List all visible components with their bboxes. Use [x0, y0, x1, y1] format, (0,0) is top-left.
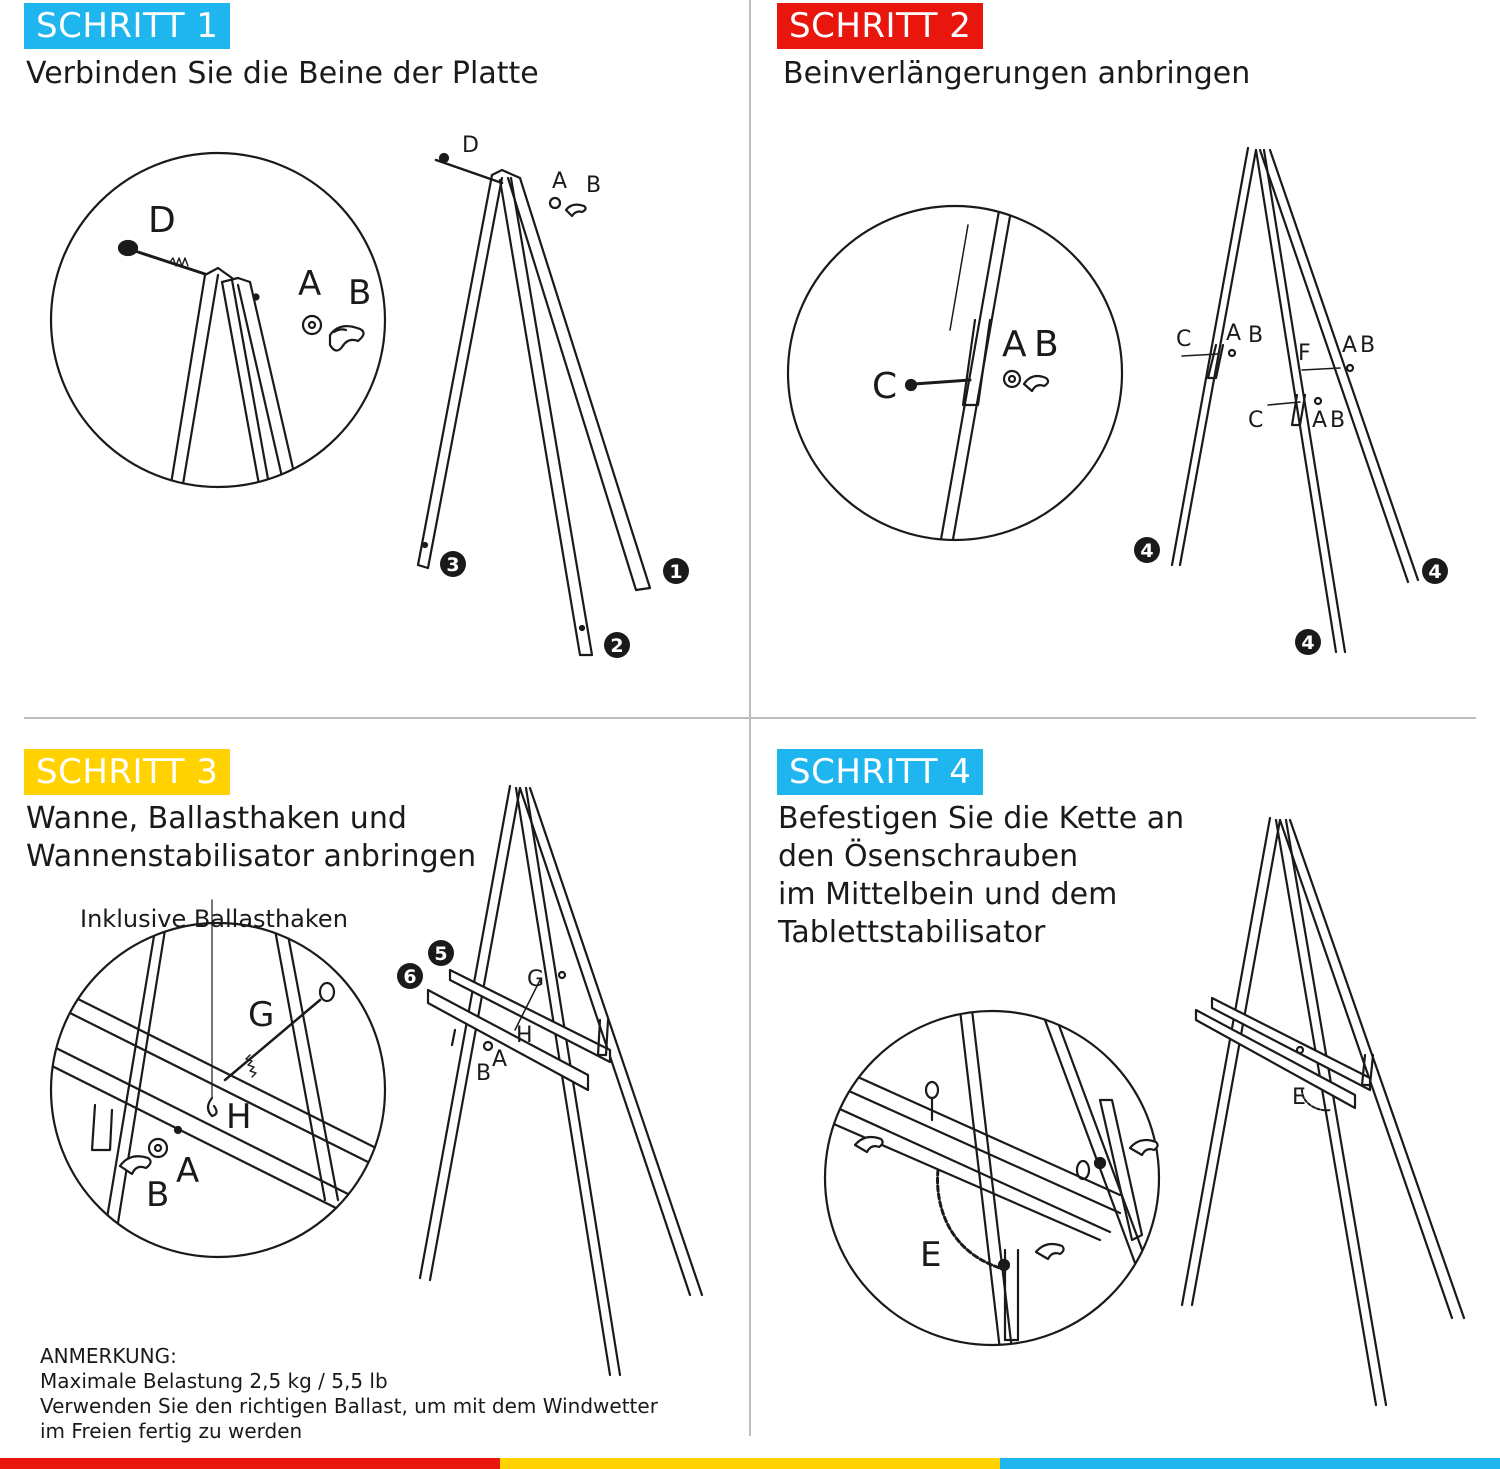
svg-text:2: 2 [610, 635, 623, 657]
label-A: A [1312, 408, 1327, 433]
step4-title: Befestigen Sie die Kette an den Ösenschr… [778, 800, 1184, 952]
part-labels: D A B D A B C A B C A B F A B C A B G H … [146, 133, 1375, 1275]
step2-title: Beinverlängerungen anbringen [783, 56, 1251, 91]
leg-number-4: 4 [1295, 629, 1321, 655]
label-A: A [176, 1151, 199, 1191]
leg-number-2: 2 [604, 632, 630, 658]
step2-badge: SCHRITT 2 [777, 3, 984, 49]
step2-detail-leg [938, 206, 1014, 540]
step1-badge: SCHRITT 1 [24, 3, 231, 49]
label-G: G [248, 995, 274, 1035]
step4-detail-tray [825, 1011, 1159, 1345]
label-B: B [1330, 408, 1345, 433]
label-B: B [476, 1061, 491, 1086]
horizontal-divider [24, 717, 1476, 719]
label-A: A [552, 169, 567, 194]
step3-title-line1: Wanne, Ballasthaken und [26, 801, 407, 836]
leg-number-6: 6 [397, 963, 423, 989]
note-line2: Verwenden Sie den richtigen Ballast, um … [40, 1394, 658, 1418]
svg-text:5: 5 [434, 943, 447, 965]
step1-detail-circle [49, 151, 387, 489]
label-B: B [348, 273, 371, 313]
leg-number-4: 4 [1422, 558, 1448, 584]
step4-detail-hardware [853, 1080, 1159, 1272]
label-H: H [226, 1097, 252, 1137]
ballast-hook-callout: Inklusive Ballasthaken [80, 905, 348, 933]
label-B: B [146, 1175, 169, 1215]
footer-bar-red [0, 1458, 500, 1469]
label-D: D [462, 133, 479, 158]
svg-text:4: 4 [1428, 561, 1441, 583]
label-B: B [1248, 323, 1263, 348]
step4-title-line4: Tablettstabilisator [778, 915, 1046, 950]
label-D: D [148, 200, 176, 241]
step4-title-line2: den Ösenschrauben [778, 839, 1079, 874]
step3-title: Wanne, Ballasthaken und Wannenstabilisat… [26, 800, 476, 876]
label-A: A [1342, 333, 1357, 358]
label-C: C [872, 366, 897, 407]
leg-number-3: 3 [440, 551, 466, 577]
label-A: A [298, 264, 321, 304]
step2-easel [1170, 146, 1420, 654]
step3-easel [418, 784, 704, 1377]
label-C: C [1248, 408, 1263, 433]
label-E: E [920, 1235, 941, 1275]
label-G: G [527, 967, 544, 992]
label-C: C [1176, 327, 1191, 352]
label-B: B [1034, 324, 1059, 365]
step1-easel [416, 152, 652, 657]
svg-text:6: 6 [403, 966, 416, 988]
label-B: B [1360, 333, 1375, 358]
step2-detail-circle [786, 204, 1124, 542]
leg-number-markers: 3 1 2 4 4 4 5 6 [397, 537, 1448, 989]
step3-detail-tray [51, 928, 385, 1257]
step2-detail-hardware [904, 369, 1050, 393]
leg-number-5: 5 [428, 940, 454, 966]
note-line1: Maximale Belastung 2,5 kg / 5,5 lb [40, 1369, 388, 1393]
footer-bar-cyan [1000, 1458, 1500, 1469]
step3-title-line2: Wannenstabilisator anbringen [26, 839, 477, 874]
svg-text:1: 1 [669, 561, 682, 583]
label-A: A [1226, 321, 1241, 346]
label-A: A [1002, 324, 1027, 365]
step3-detail-hardware [118, 899, 336, 1176]
svg-text:4: 4 [1301, 632, 1314, 654]
step4-detail-circle [823, 1009, 1161, 1347]
note-line3: im Freien fertig zu werden [40, 1419, 303, 1443]
step4-title-line3: im Mittelbein und dem [778, 877, 1118, 912]
label-F: F [1298, 341, 1311, 366]
label-B: B [586, 173, 601, 198]
note-heading: ANMERKUNG: [40, 1344, 177, 1368]
label-E: E [1292, 1085, 1306, 1110]
label-A: A [492, 1047, 507, 1072]
step4-title-line1: Befestigen Sie die Kette an [778, 801, 1185, 836]
step4-easel [1180, 816, 1466, 1407]
label-H: H [516, 1023, 533, 1048]
note-block: ANMERKUNG: Maximale Belastung 2,5 kg / 5… [40, 1344, 658, 1444]
step3-badge: SCHRITT 3 [24, 749, 231, 795]
svg-text:3: 3 [446, 554, 459, 576]
svg-text:4: 4 [1140, 540, 1153, 562]
step1-title: Verbinden Sie die Beine der Platte [26, 56, 539, 91]
step1-detail-hardware [117, 239, 365, 352]
step3-detail-circle [49, 921, 387, 1259]
footer-bar-yellow [500, 1458, 1000, 1469]
leg-number-1: 1 [663, 558, 689, 584]
step4-badge: SCHRITT 4 [777, 749, 984, 795]
step1-detail-legs [168, 266, 300, 487]
leg-number-4: 4 [1134, 537, 1160, 563]
